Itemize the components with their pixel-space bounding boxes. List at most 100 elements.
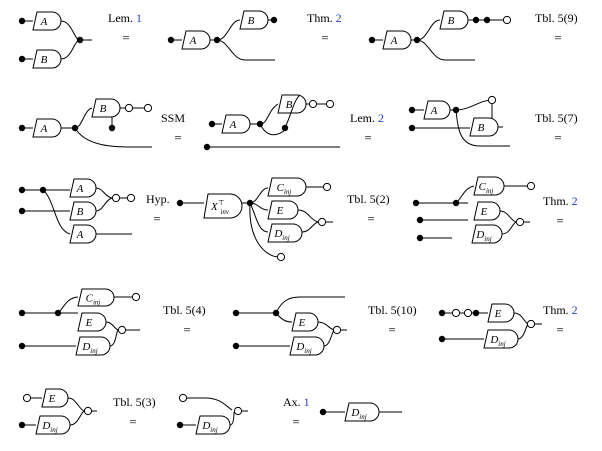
wire [455, 109, 510, 147]
wire [74, 127, 152, 148]
step-label: Tbl. 5(4) [163, 303, 206, 317]
gate-d-inj: Dinj [344, 402, 380, 422]
circuit-r2-1: AB [18, 98, 153, 148]
wire [517, 323, 529, 340]
white-dot [124, 103, 134, 113]
gate-label: A [229, 119, 237, 131]
circuit-r2-2: AB [203, 94, 340, 151]
wire [216, 39, 275, 61]
wire [187, 397, 233, 411]
wire [249, 202, 269, 233]
circuit-r1-1: AB [18, 11, 92, 69]
wire [297, 209, 319, 223]
gate-a: A [423, 100, 451, 120]
equals-sign: = [321, 30, 328, 45]
gate-label: X⊤inv [210, 199, 230, 216]
black-dot [76, 36, 84, 44]
wire [455, 99, 493, 111]
gate-label: Dinj [81, 341, 97, 355]
wire [317, 321, 335, 331]
equals-sign: = [174, 130, 181, 145]
gate-label: B [448, 15, 455, 27]
circuit-r5-3: Dinj [319, 402, 402, 422]
step-label: Lem. 2 [350, 111, 384, 125]
gate-b: B [439, 10, 469, 30]
gate-label: Dinj [489, 334, 505, 348]
rewrite-step-9: Thm. 2= [543, 194, 578, 228]
gate-label: B [100, 103, 107, 115]
wire [95, 187, 113, 199]
gate-e: E [77, 312, 107, 332]
wire [275, 312, 293, 323]
equals-sign: = [556, 213, 563, 228]
gate-a: A [221, 114, 251, 134]
wire [60, 20, 81, 41]
gate-label: A [40, 16, 48, 28]
rewrite-step-10: Tbl. 5(4) = [163, 303, 206, 337]
wire [499, 210, 517, 223]
white-dot [117, 325, 127, 335]
white-dot [317, 217, 327, 227]
gate-label: Dinj [350, 407, 366, 421]
gate-label: Dinj [295, 341, 311, 355]
wire [74, 107, 93, 129]
equals-sign: = [292, 414, 299, 429]
gate-label: B [248, 15, 255, 27]
wire [501, 221, 517, 235]
gate-label: A [76, 183, 84, 195]
gate-c-inj: Cinj [77, 288, 115, 307]
gate-label: B [478, 122, 485, 134]
equals-sign: = [153, 211, 160, 226]
gate-label: Cinj [86, 293, 101, 307]
gate-label: B [41, 54, 48, 66]
white-dot [178, 393, 188, 403]
rewrite-step-14: Ax. 1= [283, 395, 310, 429]
wire [57, 296, 79, 314]
gate-d-inj: Dinj [483, 329, 519, 349]
gate-d-inj: Dinj [195, 415, 231, 435]
circuit-r5-2: Dinj [176, 393, 248, 435]
gate-label: A [430, 105, 438, 117]
equals-sign: = [556, 322, 563, 337]
gate-e: E [267, 200, 299, 220]
rewrite-step-6: Tbl. 5(7)= [535, 111, 578, 145]
gate-e: E [487, 303, 515, 323]
wire [60, 39, 81, 60]
step-label: Thm. 2 [543, 303, 578, 317]
gate-b: B [277, 94, 307, 114]
gate-b: B [469, 117, 499, 137]
step-label: SSM [161, 111, 185, 125]
white-dot [332, 325, 342, 335]
rewrite-step-2: Thm. 2= [307, 11, 342, 45]
equals-sign: = [554, 130, 561, 145]
wire [323, 329, 335, 347]
white-dot [451, 308, 461, 318]
black-dot [472, 309, 480, 317]
wire [455, 185, 475, 204]
circuit-r1-2: AB [167, 10, 278, 61]
circuit-r4-3: E Dinj [438, 303, 542, 349]
white-dot [526, 319, 536, 329]
wire [259, 123, 286, 136]
wire [216, 19, 241, 41]
white-dot [126, 193, 136, 203]
white-dot [111, 193, 121, 203]
gate-label: A [189, 35, 197, 47]
gate-label: E [480, 206, 488, 218]
white-dot [308, 99, 318, 109]
equals-sign: = [183, 322, 190, 337]
rewrite-step-12: Thm. 2 = [543, 303, 578, 337]
white-dot [502, 15, 512, 25]
rewrite-step-4: SSM = [161, 111, 185, 145]
wire [95, 197, 113, 212]
gate-label: Dinj [475, 229, 491, 243]
gate-a: A [69, 224, 97, 244]
gate-b: B [32, 49, 62, 69]
gate-b: B [91, 98, 121, 118]
gate-a: A [181, 30, 211, 50]
gate-a: A [32, 118, 62, 138]
